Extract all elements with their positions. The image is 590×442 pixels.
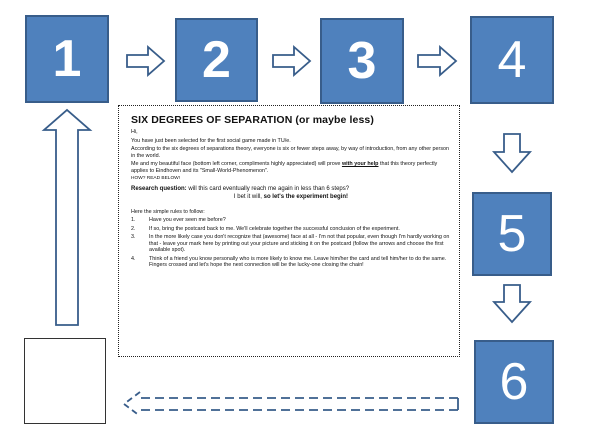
- rule-number: 2.: [131, 225, 136, 232]
- step-box-1: 1: [25, 15, 109, 103]
- arrow-photo-to-1: [41, 108, 93, 326]
- card-help-pre: Me and my beautiful face (bottom left co…: [131, 161, 342, 167]
- rules-intro: Here the simple rules to follow:: [131, 208, 205, 215]
- card-title: SIX DEGREES OF SEPARATION (or maybe less…: [131, 114, 374, 126]
- arrow-1-to-2: [126, 45, 166, 77]
- step-number-2: 2: [202, 31, 231, 89]
- rule-number: 4.: [131, 255, 136, 262]
- card-help-link: with your help: [341, 161, 379, 167]
- arrow-5-to-6: [491, 284, 533, 324]
- step-box-2: 2: [175, 18, 258, 102]
- research-question: Research question: will this card eventu…: [131, 186, 451, 193]
- instruction-card: SIX DEGREES OF SEPARATION (or maybe less…: [118, 105, 460, 357]
- step-number-5: 5: [497, 205, 527, 263]
- step-box-5: 5: [472, 192, 552, 276]
- card-greeting: Hi,: [131, 129, 138, 135]
- card-help-post: that this theory perfectly applies to Ei…: [131, 161, 438, 174]
- rule-text: Think of a friend you know personally wh…: [149, 255, 447, 269]
- step-number-4: 4: [497, 31, 527, 89]
- card-how: HOW? READ BELOW!: [131, 176, 181, 181]
- rule-text: In the more likely case you don't recogn…: [149, 234, 450, 253]
- bet-bold: so let's the experiment begin!: [263, 194, 349, 200]
- photo-placeholder: [24, 338, 106, 424]
- step-number-6: 6: [499, 353, 529, 411]
- rq-label: Research question:: [131, 185, 187, 192]
- rule-text: Have you ever seen me before?: [149, 217, 226, 223]
- rules-list: 1. Have you ever seen me before? 2. If so,…: [131, 217, 451, 269]
- arrow-3-to-4: [417, 45, 458, 77]
- step-box-6: 6: [474, 340, 554, 424]
- arrow-4-to-5: [491, 133, 533, 174]
- rq-text: will this card eventually reach me again…: [186, 185, 350, 192]
- step-box-4: 4: [470, 16, 554, 104]
- rule-item: 3. In the more likely case you don't reco…: [131, 234, 451, 254]
- rule-number: 1.: [131, 217, 136, 223]
- card-theory: According to the six degrees of separati…: [131, 146, 450, 159]
- step-number-3: 3: [347, 32, 377, 90]
- card-help: Me and my beautiful face (bottom left co…: [131, 161, 451, 174]
- bet-pre: I bet it will,: [233, 194, 264, 200]
- rule-number: 3.: [131, 234, 136, 240]
- step-number-1: 1: [52, 30, 82, 88]
- rule-text: If so, bring the postcard back to me. We…: [149, 225, 400, 232]
- card-bet: I bet it will, so let's the experiment b…: [131, 194, 451, 201]
- card-intro: You have just been selected for the firs…: [131, 137, 291, 144]
- rule-item: 1. Have you ever seen me before?: [131, 217, 451, 224]
- rule-item: 4. Think of a friend you know personally …: [131, 256, 451, 269]
- rule-item: 2. If so, bring the postcard back to me. …: [131, 226, 451, 233]
- arrow-2-to-3: [272, 45, 312, 77]
- step-box-3: 3: [320, 18, 404, 104]
- arrow-6-to-photo-dashed: [122, 391, 459, 417]
